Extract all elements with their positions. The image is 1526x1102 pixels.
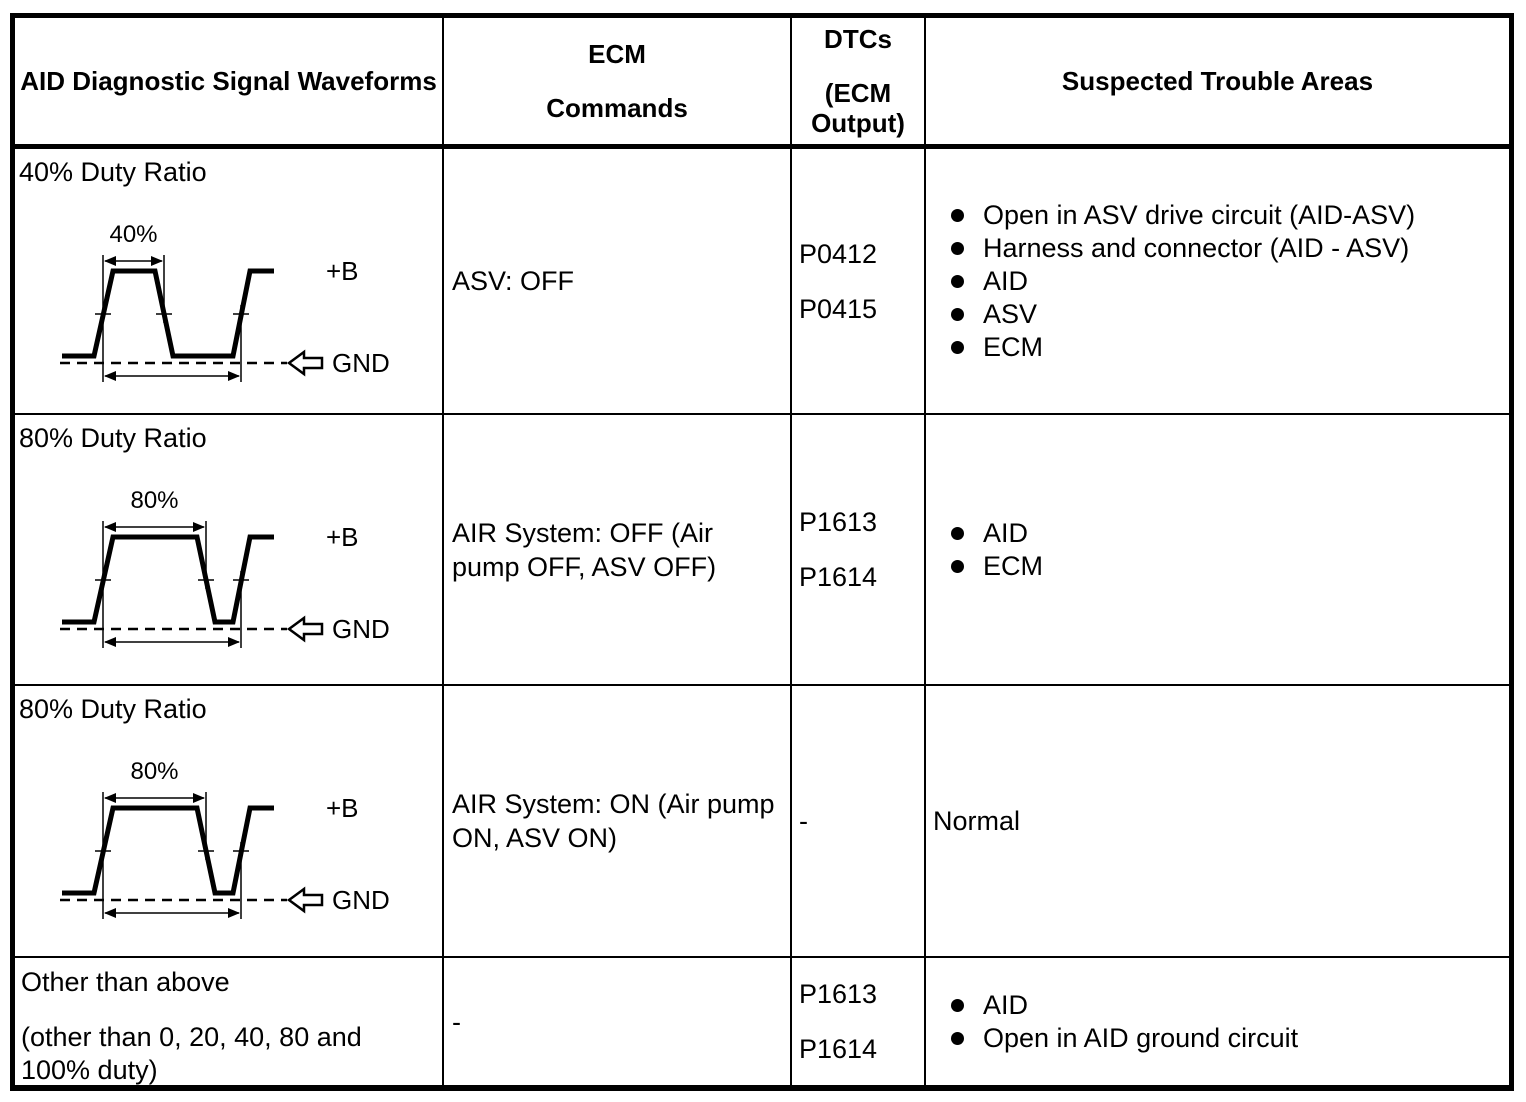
- bullet-icon: [951, 208, 964, 222]
- duty-ratio-title: 80% Duty Ratio: [19, 423, 207, 453]
- header-ecm-commands: ECM Commands: [444, 18, 792, 149]
- dtc-cell-row4: P1613 P1614: [792, 958, 926, 1085]
- ecm-command-text: -: [452, 1006, 461, 1037]
- ecm-command-cell-row3: AIR System: ON (Air pump ON, ASV ON): [444, 686, 792, 958]
- duty-ratio-title: 80% Duty Ratio: [19, 694, 207, 724]
- duty-percent-label: 80%: [130, 758, 178, 785]
- other-line: (other than 0, 20, 40, 80 and 100% duty): [21, 1022, 362, 1085]
- waveform-svg: 80% +B GND: [60, 487, 390, 648]
- waveform-cell-row3: 80% Duty Ratio 80% +B GND: [15, 686, 444, 958]
- bullet-icon: [951, 307, 964, 321]
- plus-b-label: +B: [326, 256, 359, 286]
- plus-b-label: +B: [326, 793, 359, 823]
- waveform-diagram: 80% +B GND: [19, 464, 442, 664]
- header-ecm-line1: ECM: [588, 39, 646, 69]
- dtc-code: P0412: [799, 238, 878, 269]
- ecm-command-cell-row4: -: [444, 958, 792, 1085]
- trouble-areas-cell-row4: AID Open in AID ground circuit: [926, 958, 1509, 1085]
- trouble-text: ECM: [983, 550, 1043, 581]
- trouble-item: AID: [951, 517, 1509, 550]
- header-dtcs-line2: (ECM Output): [811, 78, 905, 138]
- header-dtcs-line1: DTCs: [824, 24, 892, 54]
- header-trouble-areas: Suspected Trouble Areas: [926, 18, 1509, 149]
- trouble-text: AID: [983, 989, 1029, 1020]
- bullet-icon: [951, 559, 964, 573]
- duty-ratio-title: 40% Duty Ratio: [19, 157, 207, 187]
- ecm-command-text: AIR System: ON (Air pump ON, ASV ON): [452, 789, 775, 853]
- duty-percent-label: 80%: [130, 487, 178, 514]
- ecm-command-text: AIR System: OFF (Air pump OFF, ASV OFF): [452, 517, 717, 582]
- waveform-diagram: 80% +B GND: [19, 735, 442, 935]
- gnd-arrow-icon: [286, 349, 324, 377]
- dtc-cell-row1: P0412 P0415: [792, 149, 926, 415]
- dtc-code: P1614: [799, 562, 878, 592]
- other-waveform-cell: Other than above (other than 0, 20, 40, …: [15, 958, 444, 1085]
- trouble-areas-cell-row1: Open in ASV drive circuit (AID-ASV) Harn…: [926, 149, 1509, 415]
- bullet-icon: [951, 1031, 964, 1045]
- gnd-arrow-icon: [286, 886, 324, 914]
- trouble-list: AID ECM: [926, 517, 1509, 583]
- bullet-icon: [951, 274, 964, 288]
- trouble-text: Harness and connector (AID - ASV): [983, 232, 1410, 263]
- waveform-svg: 40% +B GND: [60, 221, 390, 382]
- trouble-item: Harness and connector (AID - ASV): [951, 232, 1509, 265]
- trouble-areas-cell-row2: AID ECM: [926, 415, 1509, 686]
- ecm-command-text: ASV: OFF: [452, 266, 575, 296]
- trouble-text: ASV: [983, 298, 1038, 329]
- dtc-cell-row2: P1613 P1614: [792, 415, 926, 686]
- trouble-item: AID: [951, 265, 1509, 298]
- trouble-item: ASV: [951, 298, 1509, 331]
- header-dtcs: DTCs (ECM Output): [792, 18, 926, 149]
- trouble-text: Normal: [933, 805, 1021, 836]
- other-line: Other than above: [21, 967, 230, 997]
- header-waveforms-label: AID Diagnostic Signal Waveforms: [20, 66, 437, 96]
- trouble-text: Open in ASV drive circuit (AID-ASV): [983, 199, 1416, 230]
- trouble-list: AID Open in AID ground circuit: [926, 989, 1509, 1055]
- dtc-code: P0415: [799, 293, 878, 324]
- dtc-cell-row3: -: [792, 686, 926, 958]
- trouble-text: AID: [983, 265, 1029, 296]
- trouble-item: Open in AID ground circuit: [951, 1022, 1509, 1055]
- diagnostic-table: AID Diagnostic Signal Waveforms ECM Comm…: [10, 13, 1514, 1091]
- dtc-code: P1613: [799, 979, 878, 1009]
- trouble-item: AID: [951, 989, 1509, 1022]
- waveform-cell-row2: 80% Duty Ratio 80% +B GND: [15, 415, 444, 686]
- trouble-areas-cell-row3: Normal: [926, 686, 1509, 958]
- bullet-icon: [951, 998, 964, 1012]
- trouble-item: Open in ASV drive circuit (AID-ASV): [951, 199, 1509, 232]
- trouble-text: Open in AID ground circuit: [983, 1022, 1299, 1053]
- bullet-icon: [951, 340, 964, 354]
- ecm-command-cell-row2: AIR System: OFF (Air pump OFF, ASV OFF): [444, 415, 792, 686]
- dtc-code: P1613: [799, 507, 878, 537]
- header-trouble-areas-label: Suspected Trouble Areas: [1061, 66, 1374, 96]
- waveform-diagram: 40% +B GND: [19, 198, 442, 398]
- waveform-svg: 80% +B GND: [60, 758, 390, 919]
- dtc-code: P1614: [799, 1034, 878, 1064]
- header-waveforms: AID Diagnostic Signal Waveforms: [15, 18, 444, 149]
- gnd-label: GND: [332, 885, 390, 915]
- dtc-code: -: [799, 806, 808, 836]
- bullet-icon: [951, 241, 964, 255]
- gnd-label: GND: [332, 348, 390, 378]
- trouble-item: ECM: [951, 331, 1509, 364]
- waveform-cell-row1: 40% Duty Ratio 40% +B GND: [15, 149, 444, 415]
- trouble-text: ECM: [983, 331, 1043, 362]
- plus-b-label: +B: [326, 522, 359, 552]
- trouble-list: Open in ASV drive circuit (AID-ASV) Harn…: [926, 199, 1509, 364]
- duty-percent-label: 40%: [109, 221, 157, 248]
- bullet-icon: [951, 526, 964, 540]
- ecm-command-cell-row1: ASV: OFF: [444, 149, 792, 415]
- gnd-arrow-icon: [286, 615, 324, 643]
- trouble-text: AID: [983, 517, 1029, 548]
- trouble-item: ECM: [951, 550, 1509, 583]
- header-ecm-line2: Commands: [546, 93, 688, 123]
- gnd-label: GND: [332, 614, 390, 644]
